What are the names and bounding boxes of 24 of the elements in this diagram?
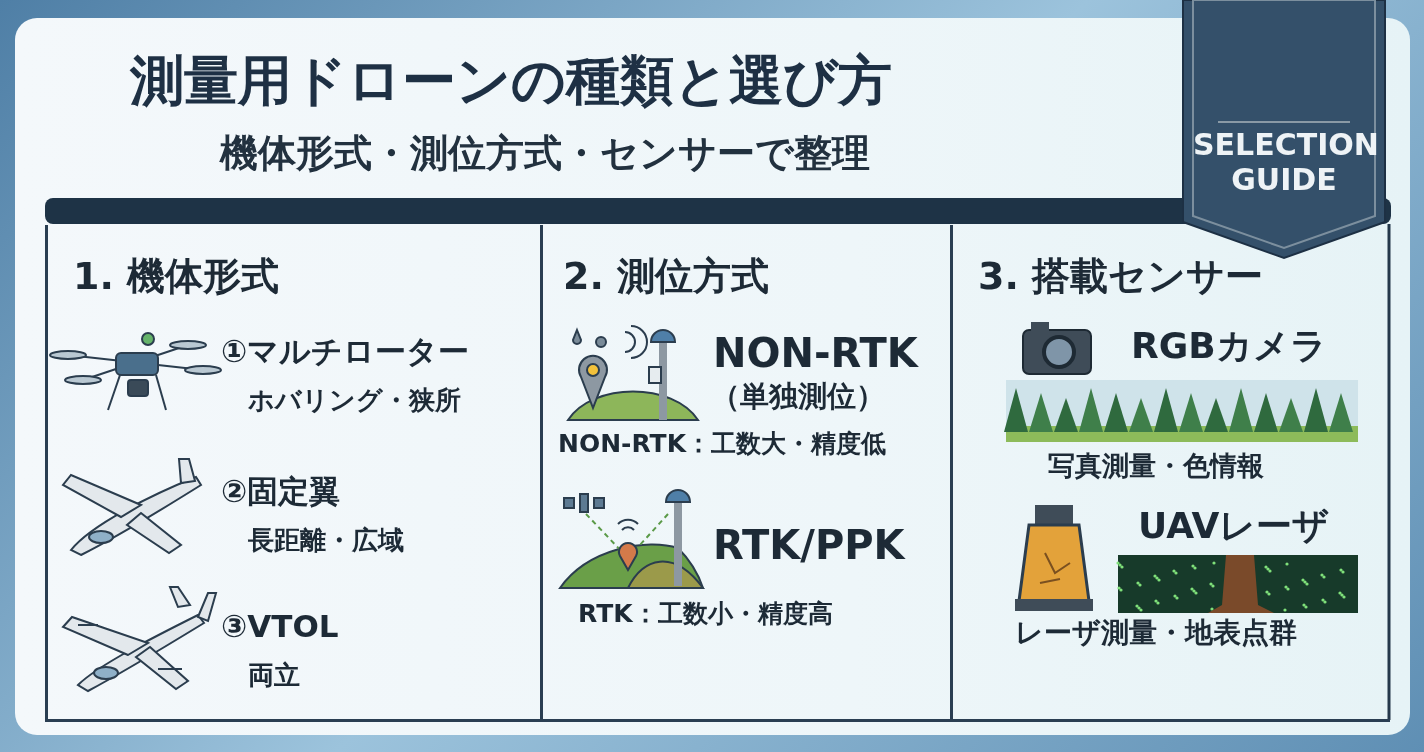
- item-heading: NON-RTK: [713, 330, 918, 376]
- section-heading: 2. 測位方式: [563, 255, 770, 299]
- item-description: RTK：工数小・精度高: [578, 600, 833, 629]
- section-heading: 3. 搭載センサー: [978, 255, 1264, 299]
- title: 測量用ドローンの種類と選び方: [130, 50, 892, 113]
- item-description: 長距離・広域: [248, 526, 404, 556]
- item-heading: ③VTOL: [221, 609, 339, 645]
- item-subheading: （単独測位）: [711, 380, 885, 414]
- item-description: レーザ測量・地表点群: [1015, 617, 1297, 650]
- section-panel: [540, 225, 950, 722]
- item-heading: UAVレーザ: [1138, 505, 1330, 547]
- section-heading: 1. 機体形式: [73, 255, 280, 299]
- badge-label: SELECTION GUIDE: [1193, 128, 1375, 197]
- item-heading: ②固定翼: [221, 474, 341, 510]
- item-description: ホバリング・狭所: [248, 386, 461, 416]
- item-description: 写真測量・色情報: [1048, 450, 1264, 482]
- subtitle: 機体形式・測位方式・センサーで整理: [220, 132, 870, 176]
- section-panel: [950, 225, 1390, 722]
- item-heading: ①マルチローター: [221, 334, 470, 370]
- item-description: NON-RTK：工数大・精度低: [558, 430, 887, 459]
- item-description: 両立: [248, 661, 300, 691]
- item-heading: RTK/PPK: [713, 522, 905, 568]
- item-heading: RGBカメラ: [1131, 325, 1327, 367]
- section-panel: [45, 225, 540, 722]
